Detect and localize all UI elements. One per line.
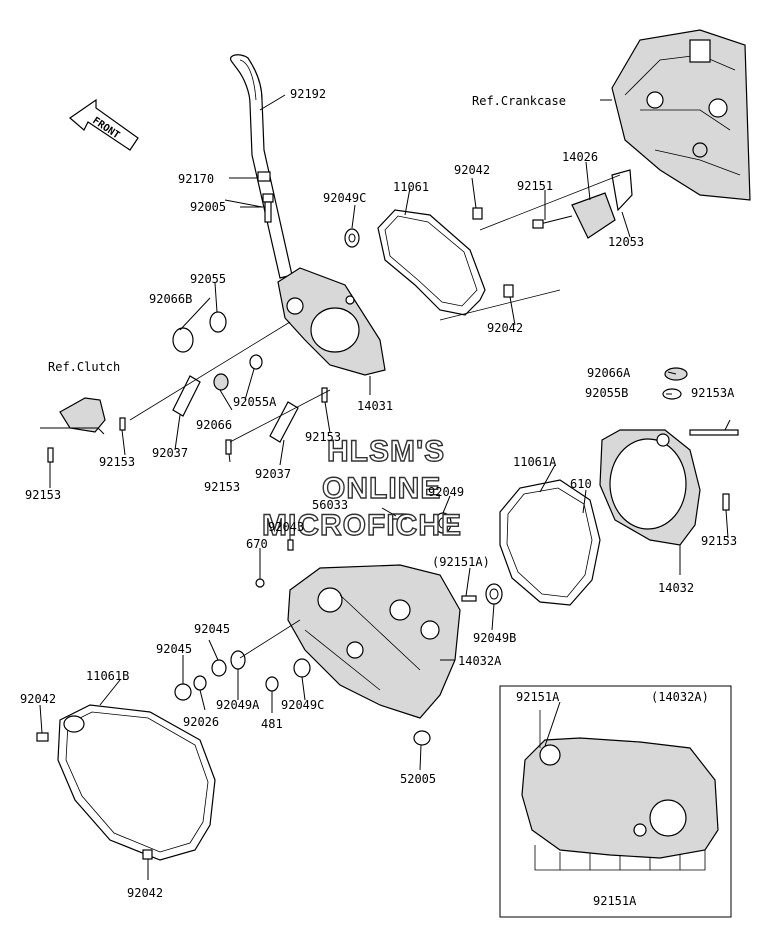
label-12053: 12053 bbox=[608, 235, 644, 249]
label-14026: 14026 bbox=[562, 150, 598, 164]
label-670: 670 bbox=[246, 537, 268, 551]
inset-bottom-label: 92151A bbox=[593, 894, 637, 908]
dowel-92042-bottom bbox=[142, 849, 153, 860]
label-92153-b: 92153 bbox=[25, 488, 61, 502]
bolt-92153-c bbox=[225, 439, 232, 455]
label-92153-c: 92153 bbox=[204, 480, 240, 494]
label-56033: 56033 bbox=[312, 498, 348, 512]
watermark-line2: ONLINE bbox=[322, 472, 441, 505]
label-92151A-paren: (92151A) bbox=[432, 555, 490, 569]
washer-92026 bbox=[193, 675, 207, 691]
ref-clutch-label: Ref.Clutch bbox=[48, 360, 120, 374]
label-92066B: 92066B bbox=[149, 292, 192, 306]
label-92066: 92066 bbox=[196, 418, 232, 432]
label-11061: 11061 bbox=[393, 180, 429, 194]
label-92153-a: 92153 bbox=[99, 455, 135, 469]
pump-cover-14031 bbox=[277, 267, 386, 395]
label-92049B: 92049B bbox=[473, 631, 516, 645]
ref-crankcase-drawing bbox=[600, 29, 751, 201]
label-92042-top: 92042 bbox=[454, 163, 490, 177]
oring-481 bbox=[265, 676, 279, 692]
bolt-92153-a bbox=[119, 417, 126, 431]
oring-92055A bbox=[249, 354, 263, 370]
seal-92049A bbox=[230, 650, 246, 670]
inset-top-label: 92151A bbox=[516, 690, 560, 704]
label-92045-a: 92045 bbox=[156, 642, 192, 656]
label-610: 610 bbox=[570, 477, 592, 491]
bolt-92153-e bbox=[722, 493, 730, 511]
label-92049: 92049 bbox=[428, 485, 464, 499]
label-481: 481 bbox=[261, 717, 283, 731]
hose-92192 bbox=[230, 54, 293, 279]
label-92153A: 92153A bbox=[691, 386, 735, 400]
plug-92066B bbox=[172, 327, 194, 353]
dowel-92042-mid bbox=[503, 284, 514, 298]
label-92153-e: 92153 bbox=[701, 534, 737, 548]
label-92055A: 92055A bbox=[233, 395, 277, 409]
pipe-92037-b bbox=[269, 401, 299, 443]
label-92055: 92055 bbox=[190, 272, 226, 286]
inset-title: (14032A) bbox=[651, 690, 709, 704]
label-14032: 14032 bbox=[658, 581, 694, 595]
dowel-92042-left bbox=[36, 732, 49, 742]
gasket-11061B bbox=[57, 704, 216, 861]
ref-crankcase-label: Ref.Crankcase bbox=[472, 94, 566, 108]
label-92049C-top: 92049C bbox=[323, 191, 366, 205]
bracket-14026 bbox=[532, 169, 633, 239]
gasket-11061A bbox=[499, 479, 601, 606]
front-direction-arrow: FRONT bbox=[69, 98, 139, 151]
ref-clutch-drawing bbox=[40, 397, 106, 435]
watermark: HLSM'S ONLINE MICROFICHE bbox=[261, 434, 462, 542]
watermark-line1: HLSM'S bbox=[327, 435, 445, 468]
label-52005: 52005 bbox=[400, 772, 436, 786]
label-92045-b: 92045 bbox=[194, 622, 230, 636]
bolt-92153A bbox=[689, 429, 739, 436]
label-92043: 92043 bbox=[268, 520, 304, 534]
label-92037-a: 92037 bbox=[152, 446, 188, 460]
label-14031: 14031 bbox=[357, 399, 393, 413]
label-92037-b: 92037 bbox=[255, 467, 291, 481]
fitting-92005 bbox=[240, 193, 274, 223]
bearing-52005 bbox=[413, 730, 431, 746]
bolt-92153-d bbox=[321, 387, 328, 403]
label-92042-bottom: 92042 bbox=[127, 886, 163, 900]
seal-92049B bbox=[485, 583, 503, 605]
seal-92049C-top bbox=[344, 228, 360, 248]
bolt-92153-b bbox=[47, 447, 54, 463]
dowel-92042-top bbox=[472, 207, 483, 220]
part-56033 bbox=[391, 513, 407, 520]
bolt-92151A-paren bbox=[461, 595, 477, 602]
seal-92045-b bbox=[211, 659, 227, 677]
inset-14032A-box bbox=[499, 685, 732, 918]
label-92151: 92151 bbox=[517, 179, 553, 193]
label-92049C-low: 92049C bbox=[281, 698, 324, 712]
label-92042-mid: 92042 bbox=[487, 321, 523, 335]
label-92170: 92170 bbox=[178, 172, 214, 186]
label-92026: 92026 bbox=[183, 715, 219, 729]
label-11061B: 11061B bbox=[86, 669, 129, 683]
label-92192: 92192 bbox=[290, 87, 326, 101]
label-92066A: 92066A bbox=[587, 366, 631, 380]
seal-92049C-low bbox=[293, 658, 311, 678]
gasket-11061 bbox=[377, 209, 486, 316]
oring-92055 bbox=[209, 311, 227, 333]
fitting-92170 bbox=[229, 171, 271, 182]
label-92005: 92005 bbox=[190, 200, 226, 214]
clutch-cover-14032 bbox=[599, 429, 701, 575]
watermark-line3: MICROFICHE bbox=[262, 509, 462, 542]
plug-92066 bbox=[213, 373, 229, 391]
label-92153-d: 92153 bbox=[305, 430, 341, 444]
label-92042-left: 92042 bbox=[20, 692, 56, 706]
label-92049A: 92049A bbox=[216, 698, 260, 712]
seal-92045-a bbox=[174, 683, 192, 701]
label-92055B: 92055B bbox=[585, 386, 628, 400]
label-14032A: 14032A bbox=[458, 654, 502, 668]
pipe-92037-a bbox=[172, 375, 201, 417]
cover-14032A bbox=[287, 564, 461, 719]
oring-670 bbox=[255, 578, 265, 588]
label-11061A: 11061A bbox=[513, 455, 557, 469]
